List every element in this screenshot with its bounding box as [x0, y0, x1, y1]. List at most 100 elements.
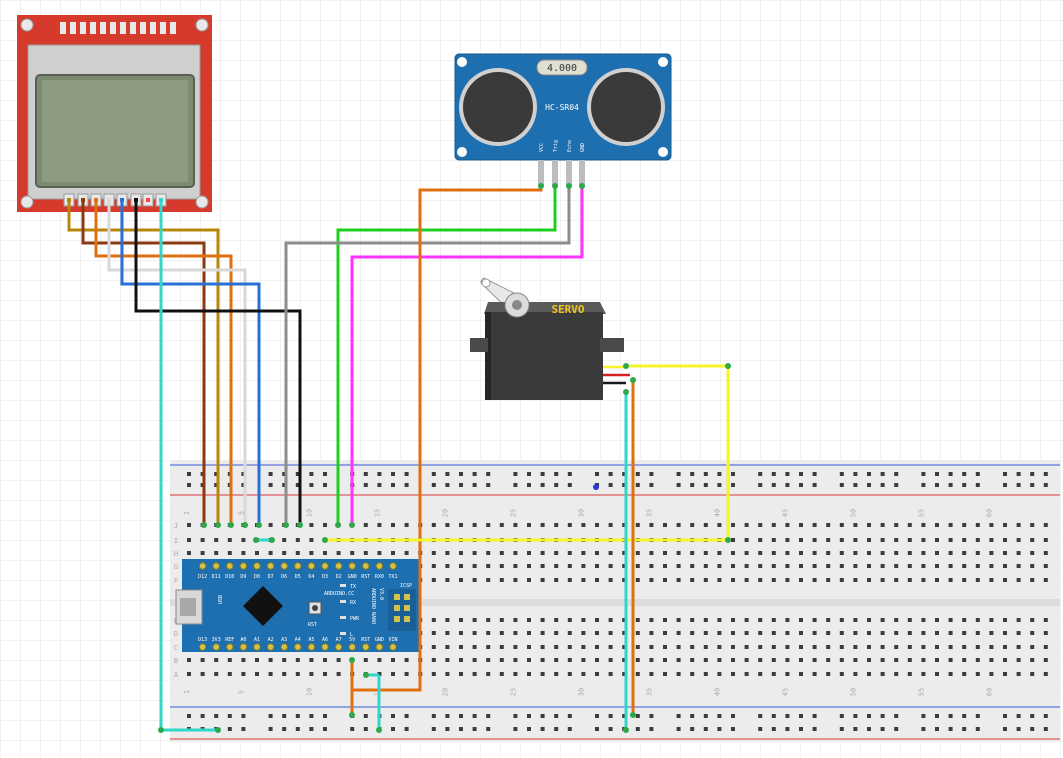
column-number: 30 [577, 509, 585, 517]
breadboard-hole [989, 672, 994, 676]
wire-sensor-trig[interactable] [336, 185, 557, 525]
breadboard-hole [731, 618, 735, 622]
breadboard-hole [513, 551, 518, 555]
breadboard-hole [595, 714, 599, 718]
wire-sensor-gnd[interactable] [350, 185, 584, 525]
breadboard-hole [1016, 672, 1021, 676]
breadboard-hole [635, 578, 640, 582]
breadboard-hole [255, 551, 259, 555]
breadboard-hole [581, 631, 586, 635]
wire-lcd-brown[interactable] [81, 200, 206, 525]
breadboard-hole [554, 472, 559, 476]
breadboard-hole [635, 564, 640, 568]
breadboard-hole [989, 538, 994, 542]
breadboard-hole [812, 483, 817, 487]
breadboard-hole [989, 645, 994, 649]
breadboard-hole [227, 672, 232, 676]
column-number: 10 [305, 688, 313, 696]
wire-sensor-echo[interactable] [284, 185, 571, 525]
wire-endpoint [335, 522, 341, 528]
breadboard-hole [1003, 578, 1007, 582]
breadboard-hole [812, 523, 817, 527]
servo-horn-hole [481, 278, 491, 288]
breadboard-hole [690, 564, 695, 568]
wire-lcd-white[interactable] [107, 200, 247, 525]
breadboard-hole [921, 578, 926, 582]
breadboard-hole [472, 523, 477, 527]
breadboard-hole [404, 658, 409, 662]
breadboard-hole [1003, 564, 1007, 568]
breadboard-hole [663, 645, 667, 649]
breadboard-hole [771, 538, 776, 542]
breadboard-hole [731, 645, 735, 649]
breadboard-hole [785, 483, 790, 487]
row-letter: F [174, 577, 178, 585]
breadboard-hole [771, 523, 776, 527]
breadboard-hole [608, 551, 613, 555]
breadboard-hole [744, 645, 749, 649]
breadboard-hole [1003, 645, 1007, 649]
breadboard-hole [690, 472, 695, 476]
row-letter: B [174, 657, 178, 665]
breadboard-hole [459, 645, 463, 649]
servo-motor[interactable]: SERVO [470, 277, 630, 400]
breadboard-hole [486, 551, 491, 555]
column-number: 1 [183, 511, 191, 515]
nano-pin [375, 643, 384, 651]
breadboard-hole [867, 483, 871, 487]
breadboard-hole [486, 618, 491, 622]
wire-lcd-black[interactable] [134, 200, 302, 525]
breadboard-hole [567, 551, 572, 555]
breadboard-hole [268, 551, 273, 555]
breadboard-hole [1016, 538, 1021, 542]
breadboard-hole [595, 727, 599, 731]
breadboard-hole [472, 472, 477, 476]
nokia-lcd-module[interactable] [17, 15, 212, 212]
breadboard-hole [459, 727, 463, 731]
breadboard-hole [676, 523, 681, 527]
breadboard-hole [799, 578, 803, 582]
breadboard-hole [948, 714, 953, 718]
breadboard-hole [948, 564, 953, 568]
breadboard-hole [785, 523, 790, 527]
breadboard-hole [1043, 714, 1048, 718]
breadboard-hole [431, 578, 436, 582]
breadboard-hole [622, 551, 627, 555]
breadboard-hole [649, 483, 654, 487]
breadboard-hole [309, 727, 314, 731]
breadboard-hole [853, 727, 858, 731]
breadboard-hole [758, 631, 763, 635]
breadboard-hole [595, 564, 599, 568]
wire-sensor-vcc[interactable] [350, 185, 543, 715]
breadboard-hole [540, 472, 545, 476]
nano-pin-label: D7 [268, 574, 274, 580]
breadboard-hole [350, 551, 355, 555]
breadboard-hole [649, 727, 654, 731]
breadboard-hole [499, 523, 504, 527]
breadboard-hole [1043, 578, 1048, 582]
breadboard-hole [826, 551, 831, 555]
breadboard-hole [703, 645, 708, 649]
wire-lcd-olive[interactable] [67, 200, 220, 525]
sensor-mount-hole [658, 57, 668, 67]
breadboard-hole [962, 578, 967, 582]
breadboard-hole [785, 472, 790, 476]
breadboard-hole [935, 727, 939, 731]
wire-lcd-blue[interactable] [120, 200, 261, 525]
breadboard-hole [622, 523, 627, 527]
nano-pin-label: A0 [240, 637, 246, 643]
breadboard-hole [799, 618, 803, 622]
breadboard-hole [1003, 672, 1007, 676]
breadboard-hole [785, 578, 790, 582]
lcd-mount-hole [195, 18, 209, 32]
breadboard-hole [540, 523, 545, 527]
sensor-mount-hole [658, 147, 668, 157]
wire-servo-signal[interactable] [325, 364, 730, 542]
breadboard-hole [282, 551, 287, 555]
icsp-header [388, 589, 416, 631]
column-number: 45 [781, 688, 789, 696]
breadboard-hole [1003, 658, 1007, 662]
wire-lcd-orange[interactable] [94, 200, 233, 525]
